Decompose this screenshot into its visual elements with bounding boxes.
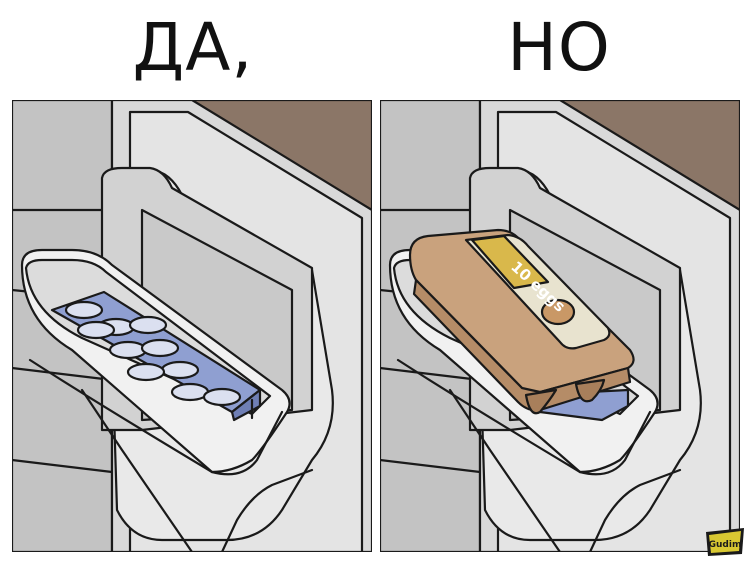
signature-logo-icon: Gudim [706,528,744,556]
egg-carton-icon [408,228,635,415]
signature-text: Gudim [709,540,742,550]
egg-tray-icon [50,290,262,422]
caption-but: НО [507,9,611,86]
panel-right-fridge-door: 10 eggs [380,100,740,552]
caption-yes: ДА, [132,9,254,86]
panel-left-fridge-door [12,100,372,552]
